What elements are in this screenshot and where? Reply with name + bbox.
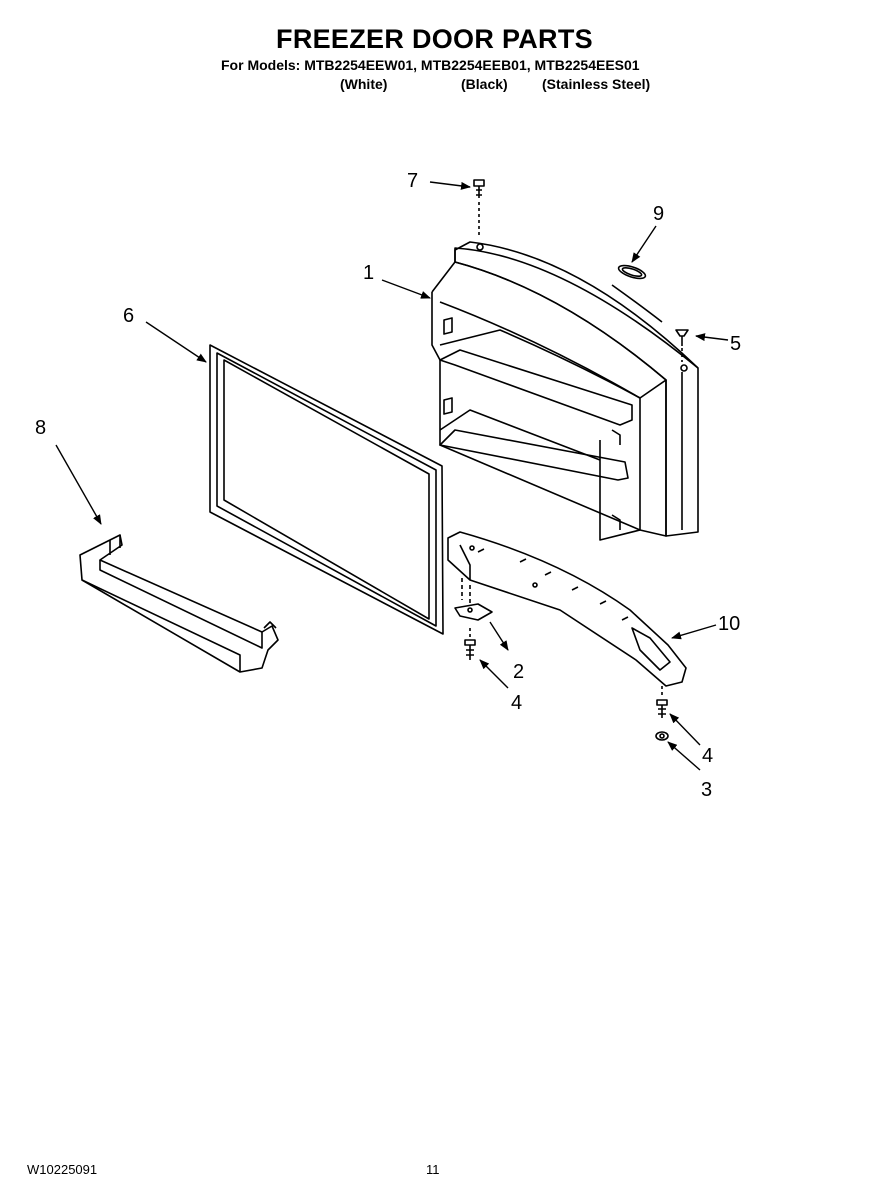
page-title: FREEZER DOOR PARTS (276, 24, 593, 54)
callout-9: 9 (653, 203, 664, 225)
screw-part-5 (675, 329, 689, 362)
leader-4b (669, 713, 701, 746)
leader-7 (429, 181, 471, 190)
document-number: W10225091 (27, 1162, 98, 1177)
leader-5 (695, 333, 729, 342)
leader-2 (489, 621, 509, 651)
door-shelf-part (79, 534, 279, 673)
callout-6: 6 (123, 305, 134, 327)
callout-5: 5 (730, 333, 741, 355)
callout-10: 10 (718, 613, 740, 635)
callout-1: 1 (363, 262, 374, 284)
leader-9 (631, 225, 657, 263)
models-line: For Models: MTB2254EEW01, MTB2254EEB01, … (221, 57, 640, 73)
leader-3 (667, 741, 701, 771)
page-number: 11 (426, 1162, 440, 1177)
leader-6 (145, 321, 207, 363)
hinge-bracket-part (447, 531, 687, 687)
callout-4a: 4 (511, 692, 522, 714)
leader-1 (381, 279, 431, 299)
leader-4a (479, 659, 509, 689)
screw-part-4-right (656, 686, 668, 718)
callout-4b: 4 (702, 745, 713, 767)
variant-black: (Black) (461, 76, 508, 92)
variant-stainless: (Stainless Steel) (542, 76, 651, 92)
leader-8 (55, 444, 102, 525)
nut-part-3 (655, 731, 669, 741)
callout-2: 2 (513, 661, 524, 683)
callout-3: 3 (701, 779, 712, 801)
screw-part-4-left (464, 628, 476, 660)
variant-white: (White) (340, 76, 388, 92)
badge-part-9 (617, 264, 647, 280)
door-gasket-part (209, 344, 444, 635)
door-liner-part (431, 241, 699, 541)
callout-8: 8 (35, 417, 46, 439)
leader-10 (671, 624, 717, 640)
hinge-plate-part (454, 578, 493, 621)
screw-part-7 (473, 179, 485, 236)
callout-7: 7 (407, 170, 418, 192)
